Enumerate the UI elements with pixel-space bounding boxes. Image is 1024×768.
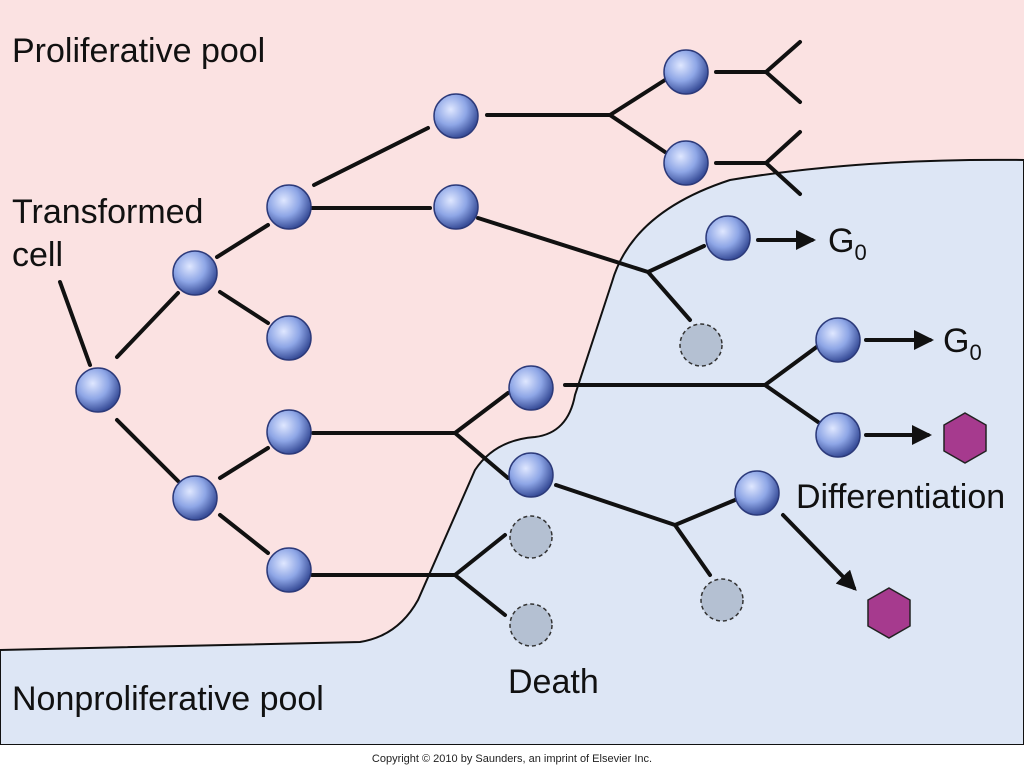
lineage-line [218,513,270,555]
copyright-notice: Copyright © 2010 by Saunders, an imprint… [372,753,652,765]
transformed-cell [75,367,121,413]
g0-label-subscript: 0 [969,340,981,365]
g0-label-upper: G0 [828,222,867,265]
nonproliferative-pool-label: Nonproliferative pool [12,680,324,718]
lineage-line [761,344,820,424]
differentiated-cells [867,412,987,639]
cell [508,365,554,411]
cell [433,93,479,139]
cell [734,470,780,516]
lineage-line [218,290,270,325]
lineage-line [554,483,677,527]
differentiation-label: Differentiation [796,478,1005,516]
lineage-lines [58,40,820,617]
lineage-line [215,223,270,259]
dead-cell [679,323,723,367]
lineage-line [115,291,180,359]
lineage-line [644,244,706,322]
dead-cell [509,515,553,559]
cell [172,250,218,296]
dead-cells [509,323,744,647]
transformed-cell-label-line1: Transformed [12,193,203,231]
nonproliferative-pool-region [0,158,1024,746]
cell [172,475,218,521]
lineage-line [58,280,92,367]
differentiated-cell-hexagon [943,412,987,464]
lineage-line [476,216,650,274]
cell [815,412,861,458]
g0-label-main: G [828,222,854,260]
proliferative-pool-label: Proliferative pool [12,32,265,70]
arrow-to-differentiated-cell [781,513,857,591]
lineage-line [606,78,667,154]
lineage-line [115,418,180,483]
cell [815,317,861,363]
cell [663,140,709,186]
cell [433,184,479,230]
cell [508,452,554,498]
dead-cell [700,578,744,622]
lineage-line [671,498,737,577]
cell [663,49,709,95]
cell [705,215,751,261]
cell [266,547,312,593]
arrows [756,230,934,591]
g0-label-subscript: 0 [854,240,866,265]
cell [266,409,312,455]
g0-label-main: G [943,322,969,360]
g0-label-lower: G0 [943,322,982,365]
lineage-line [312,126,430,187]
transformed-cell-label-line2: cell [12,236,63,274]
dead-cell [509,603,553,647]
lineage-line [451,533,507,617]
cell [266,184,312,230]
lineage-line [451,391,510,480]
lineage-line [218,446,270,480]
footer-bar [0,745,1024,768]
cell [266,315,312,361]
lineage-line [763,130,802,196]
death-label: Death [508,663,599,701]
differentiated-cell-hexagon [867,587,911,639]
lineage-line [762,40,802,104]
proliferating-cells [75,49,861,593]
